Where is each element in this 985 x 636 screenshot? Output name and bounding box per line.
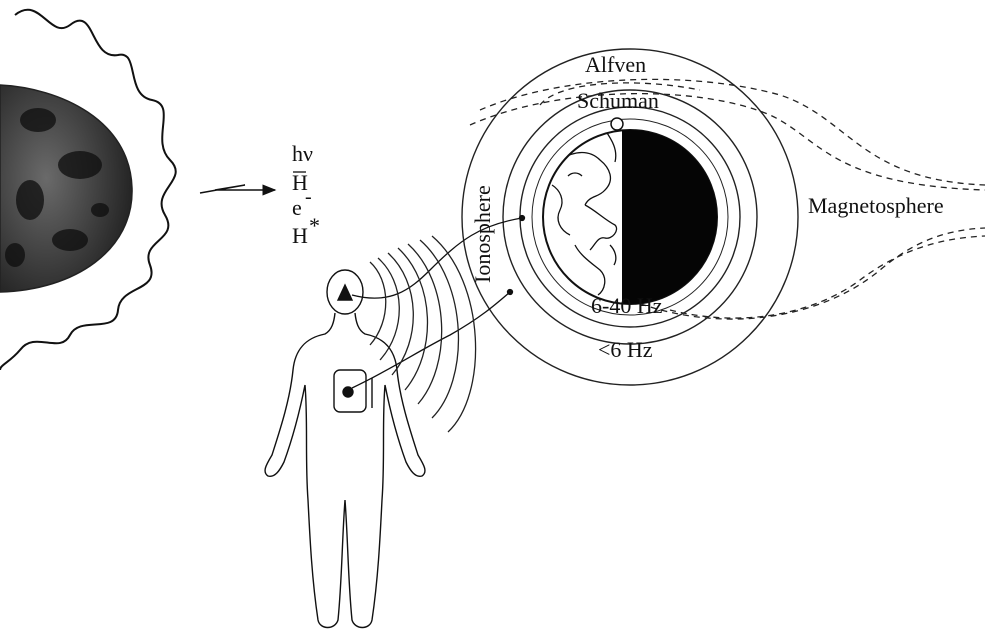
human-figure <box>265 270 425 628</box>
excited-mark-label: * <box>309 213 320 238</box>
body-outline <box>265 313 425 628</box>
schumann-band-label: 6-40 Hz <box>591 293 663 318</box>
magnetosphere-label: Magnetosphere <box>808 193 944 218</box>
electron-label: e <box>292 195 302 220</box>
excited-hydrogen-label: H <box>292 223 308 248</box>
ionosphere-label: Ionosphere <box>470 185 495 283</box>
schumann-label: Schuman <box>577 88 659 113</box>
brain-to-ionosphere <box>352 218 522 298</box>
heart-to-ionosphere <box>352 292 510 388</box>
photon-label: hν <box>292 141 313 166</box>
brain-waves <box>370 236 476 432</box>
earth-night-side <box>622 125 722 315</box>
brain-marker <box>338 285 352 300</box>
emission-arrow <box>200 185 275 193</box>
earth-pole-marker <box>611 118 623 130</box>
heart-marker <box>343 387 353 397</box>
alfven-band-label: <6 Hz <box>598 337 653 362</box>
sun <box>0 10 176 370</box>
electron-charge-label: - <box>305 186 312 208</box>
alfven-label: Alfven <box>585 52 646 77</box>
earth <box>543 118 722 315</box>
emission-labels: hν H e - H * <box>292 141 320 248</box>
